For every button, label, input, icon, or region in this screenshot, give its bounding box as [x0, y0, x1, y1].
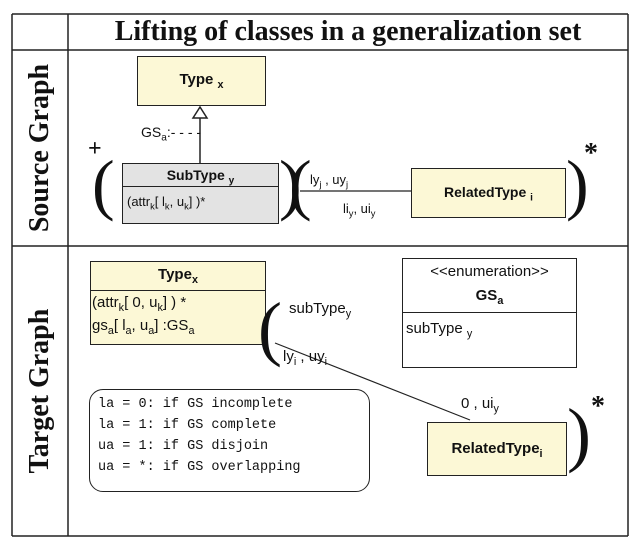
source-subtype-name: SubType — [166, 167, 225, 183]
target-type-class: Typex (attrk[ 0, uk] ) * gsa[ la, ua] :G… — [90, 261, 266, 345]
source-type-class: Type x — [137, 56, 266, 106]
source-assoc-bottom-multiplicity: liy, uiy — [343, 201, 376, 219]
target-graph-label: Target Graph — [24, 308, 55, 474]
source-related-name: RelatedType — [444, 184, 527, 200]
page-title: Lifting of classes in a generalization s… — [114, 16, 582, 47]
enumeration-stereotype: <<enumeration>> — [430, 263, 549, 280]
generalization-arrowhead — [191, 105, 209, 119]
rule-line: la = 1: if GS complete — [98, 418, 277, 433]
enumeration-literal: subType y — [406, 320, 473, 340]
source-close-paren-1: ) — [279, 146, 302, 222]
target-type-attribute-1: (attrk[ 0, uk] ) * — [92, 294, 187, 314]
source-open-paren: ( — [92, 146, 115, 222]
source-plus-sign: + — [88, 136, 102, 162]
target-subtype-role: subTypey — [289, 300, 352, 320]
target-assoc-left-multiplicity: lyi , uyi — [283, 348, 328, 368]
target-star: * — [591, 391, 605, 422]
target-association-line — [274, 342, 471, 421]
source-assoc-top-multiplicity: lyj , uyj — [310, 172, 349, 190]
source-subtype-class: SubType y (attrk[ lk, uk] )* — [122, 163, 279, 224]
rules-note: la = 0: if GS incomplete la = 1: if GS c… — [89, 389, 370, 492]
target-assoc-right-multiplicity: 0 , uiy — [461, 395, 499, 415]
source-star: * — [584, 138, 598, 169]
source-type-sub: x — [217, 78, 224, 91]
source-close-paren-3: ) — [566, 146, 589, 222]
target-related-class: RelatedTypei — [427, 422, 567, 476]
rule-line: ua = 1: if GS disjoin — [98, 439, 269, 454]
target-related-name: RelatedType — [451, 440, 540, 457]
source-close-paren-2: ( — [289, 146, 312, 222]
rule-line: la = 0: if GS incomplete — [98, 397, 293, 412]
target-type-name: Type — [158, 266, 192, 283]
gs-label: GSa:- - - - — [141, 124, 202, 144]
source-related-class: RelatedType i — [411, 168, 566, 218]
enumeration-name: GS — [475, 287, 498, 304]
source-type-name: Type — [179, 71, 214, 88]
target-open-paren: ( — [258, 288, 282, 368]
source-graph-label: Source Graph — [24, 63, 55, 233]
rule-line: ua = *: if GS overlapping — [98, 460, 301, 475]
source-subtype-attribute: (attrk[ lk, uk] )* — [127, 194, 206, 212]
target-close-paren: ) — [567, 394, 591, 474]
target-type-attribute-2: gsa[ la, ua] :GSa — [92, 317, 195, 337]
enumeration-class: <<enumeration>> GSa subType y — [402, 258, 577, 368]
